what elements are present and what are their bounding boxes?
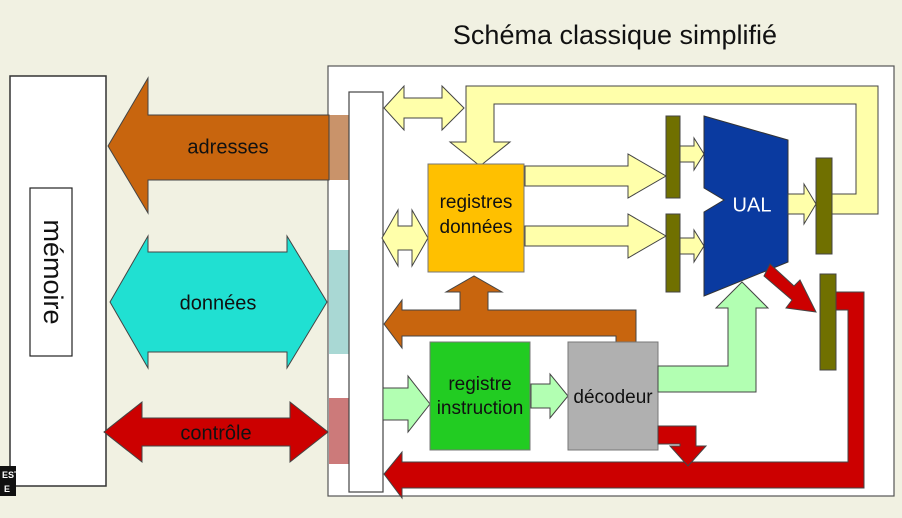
decoder-address-path <box>383 275 637 350</box>
instruction-register-block <box>429 341 531 451</box>
data-bus-label: données <box>180 292 257 314</box>
top-internal-bus-arrow <box>383 84 465 132</box>
latch-to-alu-arrow-b <box>679 228 705 264</box>
control-bus-label: contrôle <box>180 422 251 444</box>
data-bus-arrow <box>109 234 328 370</box>
data-bus-port <box>329 250 349 354</box>
instruction-register-label-line1: registre <box>448 374 511 395</box>
control-bus-arrow <box>103 400 329 464</box>
data-registers-label-line1: registres <box>440 192 513 213</box>
diagram-title: Schéma classique simplifié <box>453 20 777 50</box>
alu-output-latch <box>815 157 833 255</box>
register-to-alu-arrow-b <box>524 213 667 259</box>
status-latch <box>819 273 837 371</box>
memory-label: mémoire <box>38 219 68 324</box>
address-bus-arrow <box>107 76 330 215</box>
register-to-alu-arrow-a <box>524 153 667 199</box>
decoder-block <box>567 341 659 451</box>
corner-logo-text-1: EST <box>2 470 20 480</box>
decoder-to-alu-arrow <box>657 281 770 393</box>
memory-label-box <box>29 187 73 357</box>
bus-to-instruction-arrow <box>382 374 431 434</box>
address-bus-label: adresses <box>187 136 268 158</box>
corner-logo <box>0 466 16 496</box>
alu-input-latch-a <box>665 115 681 199</box>
alu-output-arrow <box>787 182 817 226</box>
alu-input-latch-b <box>665 213 681 293</box>
alu-label: UAL <box>733 194 772 216</box>
instruction-register-label-line2: instruction <box>437 398 524 419</box>
latch-to-alu-arrow-a <box>679 136 705 172</box>
decoder-label: décodeur <box>573 387 653 408</box>
address-bus-port <box>329 115 349 180</box>
alu-block <box>703 115 789 297</box>
internal-bus-bar <box>348 91 384 493</box>
control-bus-port <box>329 398 349 464</box>
decoder-control-arrow <box>657 425 708 467</box>
control-return-path <box>383 291 865 500</box>
corner-logo-text-2: E <box>4 484 10 494</box>
alu-feedback-path <box>448 85 879 215</box>
instruction-to-decoder-arrow <box>530 372 569 420</box>
data-registers-block <box>427 163 525 273</box>
alu-status-arrow <box>763 263 817 313</box>
data-registers-label-line2: données <box>440 217 513 238</box>
